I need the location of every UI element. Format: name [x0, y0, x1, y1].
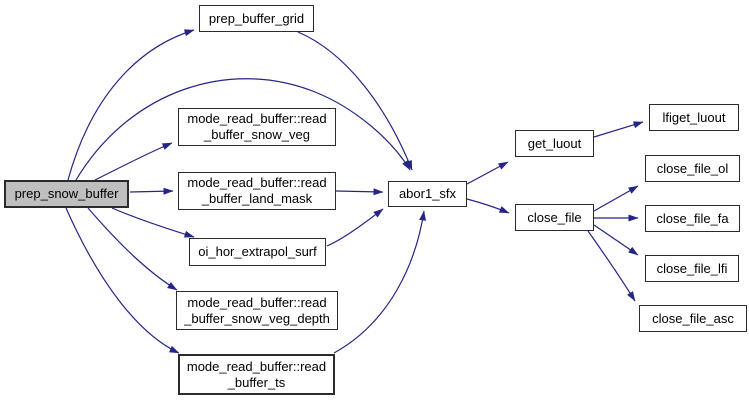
edge-prep_snow_buffer-abor1_sfx — [75, 78, 411, 181]
node-label: prep_snow_buffer — [14, 186, 119, 202]
edge-close_file-close_file_ol — [593, 185, 639, 212]
node-label: get_luout — [527, 135, 582, 151]
node-label: lfiget_luout — [662, 109, 726, 125]
edge-abor1_sfx-close_file — [466, 198, 510, 214]
edge-prep_buffer_grid-abor1_sfx — [297, 31, 413, 171]
node-label: mode_read_buffer::read — [187, 111, 327, 127]
node-label: abor1_sfx — [398, 186, 457, 202]
edge-get_luout-lfiget_luout — [593, 121, 644, 138]
edge-close_file-close_file_lfi — [593, 224, 639, 256]
node-label: oi_hor_extrapol_surf — [198, 244, 317, 260]
edge-prep_snow_buffer-oi_hor_extrapol_surf — [111, 207, 195, 238]
edge-close_file-close_file_asc — [587, 230, 636, 302]
edge-prep_snow_buffer-read_buffer_land_mask — [129, 187, 174, 195]
node-label: close_file_asc — [652, 310, 734, 326]
node-label: mode_read_buffer::read — [186, 358, 327, 374]
node-close-file-asc[interactable]: close_file_asc — [639, 305, 747, 332]
node-abor1-sfx[interactable]: abor1_sfx — [388, 181, 467, 207]
node-label: close_file_ol — [656, 160, 729, 176]
node-label: close_file_fa — [656, 210, 729, 226]
node-label: mode_read_buffer::read — [187, 175, 327, 191]
edge-read_buffer_ts-abor1_sfx — [333, 210, 427, 354]
node-lfiget-luout[interactable]: lfiget_luout — [649, 104, 739, 131]
node-read-buffer-snow-veg[interactable]: mode_read_buffer::read _buffer_snow_veg — [178, 108, 336, 146]
node-label: prep_buffer_grid — [208, 10, 305, 26]
node-label: _buffer_ts — [227, 374, 286, 390]
node-label: close_file — [527, 209, 582, 225]
node-label: _buffer_land_mask — [201, 191, 313, 206]
node-read-buffer-land-mask[interactable]: mode_read_buffer::read _buffer_land_mask — [178, 172, 336, 210]
node-close-file-ol[interactable]: close_file_ol — [645, 155, 740, 182]
edge-oi_hor_extrapol_surf-abor1_sfx — [326, 208, 384, 247]
node-label: mode_read_buffer::read — [187, 294, 327, 310]
edge-abor1_sfx-get_luout — [466, 161, 509, 185]
edge-prep_snow_buffer-read_buffer_ts — [65, 207, 180, 354]
edge-prep_snow_buffer-prep_buffer_grid — [67, 29, 195, 181]
edge-prep_snow_buffer-read_buffer_snow_veg — [94, 142, 173, 181]
edge-read_buffer_land_mask-abor1_sfx — [335, 188, 384, 196]
node-prep-snow-buffer: prep_snow_buffer — [4, 180, 129, 208]
edge-prep_snow_buffer-read_buffer_snow_veg_depth — [87, 207, 178, 291]
node-close-file-lfi[interactable]: close_file_lfi — [645, 255, 739, 282]
node-close-file[interactable]: close_file — [515, 204, 594, 231]
node-read-buffer-snow-veg-depth[interactable]: mode_read_buffer::read _buffer_snow_veg_… — [176, 291, 338, 330]
node-label: close_file_lfi — [656, 260, 728, 276]
node-oi-hor-extrapol-surf[interactable]: oi_hor_extrapol_surf — [189, 238, 326, 266]
node-prep-buffer-grid[interactable]: prep_buffer_grid — [199, 5, 314, 32]
node-close-file-fa[interactable]: close_file_fa — [645, 205, 740, 232]
node-label: _buffer_snow_veg_depth — [184, 310, 330, 326]
node-get-luout[interactable]: get_luout — [515, 130, 594, 157]
node-read-buffer-ts[interactable]: mode_read_buffer::read _buffer_ts — [178, 354, 335, 395]
node-label: _buffer_snow_veg — [203, 127, 310, 142]
